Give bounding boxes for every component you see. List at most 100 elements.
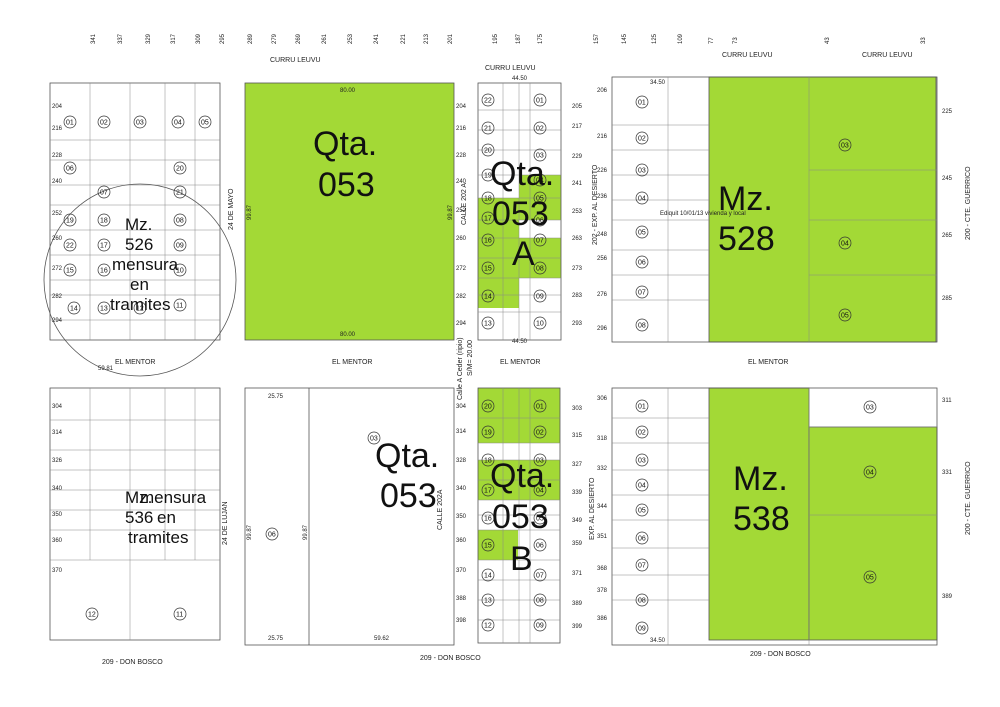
lot-marker[interactable]: 19 [481, 168, 495, 182]
lot-marker[interactable]: 07 [635, 558, 649, 572]
lot-marker[interactable]: 15 [63, 263, 77, 277]
qta053a-green-strip-2[interactable] [519, 175, 561, 220]
lot-marker[interactable]: 15 [481, 261, 495, 275]
lot-marker[interactable]: 03 [533, 453, 547, 467]
lot-marker[interactable]: 02 [97, 115, 111, 129]
lot-marker[interactable]: 21 [481, 121, 495, 135]
lot-marker[interactable]: 01 [63, 115, 77, 129]
lot-marker[interactable]: 09 [173, 238, 187, 252]
lot-marker[interactable]: 20 [481, 399, 495, 413]
lot-marker[interactable]: 15 [481, 538, 495, 552]
lot-marker[interactable]: 13 [97, 301, 111, 315]
lot-marker[interactable]: 05 [838, 308, 852, 322]
lot-marker[interactable]: 09 [533, 289, 547, 303]
lot-marker[interactable]: 06 [63, 161, 77, 175]
lot-marker[interactable]: 17 [481, 483, 495, 497]
lot-marker[interactable]: 22 [63, 238, 77, 252]
lot-marker[interactable]: 05 [863, 570, 877, 584]
lot-marker[interactable]: 17 [97, 238, 111, 252]
lot-marker[interactable]: 05 [635, 503, 649, 517]
lot-marker[interactable]: 03 [635, 163, 649, 177]
lot-marker[interactable]: 16 [97, 263, 111, 277]
lot-marker[interactable]: 01 [533, 93, 547, 107]
grid-qta053b [478, 388, 560, 643]
lot-marker[interactable]: 01 [635, 399, 649, 413]
lot-marker[interactable]: 08 [533, 261, 547, 275]
lot-marker[interactable]: 04 [533, 173, 547, 187]
lot-marker[interactable]: 03 [133, 115, 147, 129]
lot-marker[interactable]: 12 [481, 618, 495, 632]
lot-marker[interactable]: 08 [173, 213, 187, 227]
lot-number: 03 [866, 405, 874, 412]
lot-marker[interactable]: 19 [481, 425, 495, 439]
lot-marker[interactable]: 05 [198, 115, 212, 129]
lot-marker[interactable]: 03 [367, 431, 381, 445]
lot-marker[interactable]: 09 [533, 618, 547, 632]
lot-marker[interactable]: 09 [635, 621, 649, 635]
lot-marker[interactable]: 06 [635, 531, 649, 545]
lot-marker[interactable]: 05 [533, 191, 547, 205]
lot-marker[interactable]: 13 [481, 316, 495, 330]
lot-marker[interactable]: 04 [635, 478, 649, 492]
lot-marker[interactable]: 05 [635, 225, 649, 239]
lot-marker[interactable]: 11 [173, 298, 187, 312]
lot-marker[interactable]: 03 [533, 148, 547, 162]
lot-marker[interactable]: 22 [481, 93, 495, 107]
lot-marker[interactable]: 16 [481, 511, 495, 525]
lot-marker[interactable]: 04 [863, 465, 877, 479]
lot-marker[interactable]: 07 [533, 568, 547, 582]
lot-marker[interactable]: 11 [173, 607, 187, 621]
side-house-number-mid-right: 303 [572, 406, 583, 412]
lot-marker[interactable]: 08 [533, 593, 547, 607]
lot-marker[interactable]: 17 [481, 211, 495, 225]
lot-marker[interactable]: 02 [635, 131, 649, 145]
lot-marker[interactable]: 04 [533, 483, 547, 497]
lot-marker[interactable]: 19 [63, 213, 77, 227]
lot-marker[interactable]: 13 [481, 593, 495, 607]
qta053-green-block[interactable] [244, 82, 455, 341]
lot-marker[interactable]: 04 [635, 191, 649, 205]
lot-marker[interactable]: 03 [635, 453, 649, 467]
lot-marker[interactable]: 01 [635, 95, 649, 109]
lot-marker[interactable]: 03 [838, 138, 852, 152]
lot-marker[interactable]: 10 [173, 263, 187, 277]
lot-marker[interactable]: 06 [533, 213, 547, 227]
lot-marker[interactable]: 10 [533, 316, 547, 330]
lot-marker[interactable]: 20 [481, 143, 495, 157]
lot-marker[interactable]: 12 [85, 607, 99, 621]
mz538-green-block-right[interactable] [808, 426, 938, 641]
lot-marker[interactable]: 02 [533, 425, 547, 439]
lot-marker-circle [863, 400, 877, 414]
lot-marker[interactable]: 01 [533, 399, 547, 413]
lot-marker[interactable]: 08 [635, 318, 649, 332]
lot-marker[interactable]: 07 [635, 285, 649, 299]
lot-marker[interactable]: 03 [863, 400, 877, 414]
lot-marker[interactable]: 04 [171, 115, 185, 129]
qta053b-green-strip-3[interactable] [478, 530, 518, 560]
lot-marker[interactable]: 06 [635, 255, 649, 269]
lot-marker[interactable]: 04 [838, 236, 852, 250]
lot-marker[interactable]: 18 [481, 191, 495, 205]
lot-marker[interactable]: 14 [67, 301, 81, 315]
lot-marker[interactable]: 14 [481, 568, 495, 582]
lot-marker[interactable]: 08 [635, 593, 649, 607]
lot-marker[interactable]: 07 [533, 233, 547, 247]
lot-marker[interactable]: 02 [533, 121, 547, 135]
side-house-number-528: 248 [597, 232, 608, 238]
lot-marker[interactable]: 06 [533, 538, 547, 552]
mz528-green-block[interactable] [708, 76, 937, 343]
lot-marker[interactable]: 18 [481, 453, 495, 467]
lot-marker[interactable]: 18 [97, 213, 111, 227]
lot-marker[interactable]: 16 [481, 233, 495, 247]
street-calle-202a-2: CALLE 202A [437, 489, 444, 530]
lot-marker[interactable]: 12 [133, 301, 147, 315]
lot-marker[interactable]: 02 [635, 425, 649, 439]
lot-marker[interactable]: 21 [173, 185, 187, 199]
lot-marker[interactable]: 20 [173, 161, 187, 175]
mz538-green-block-left[interactable] [708, 387, 810, 641]
lot-marker[interactable]: 05 [533, 511, 547, 525]
lot-marker-circle [63, 238, 77, 252]
lot-marker[interactable]: 07 [97, 185, 111, 199]
lot-marker[interactable]: 06 [265, 527, 279, 541]
lot-marker[interactable]: 14 [481, 289, 495, 303]
